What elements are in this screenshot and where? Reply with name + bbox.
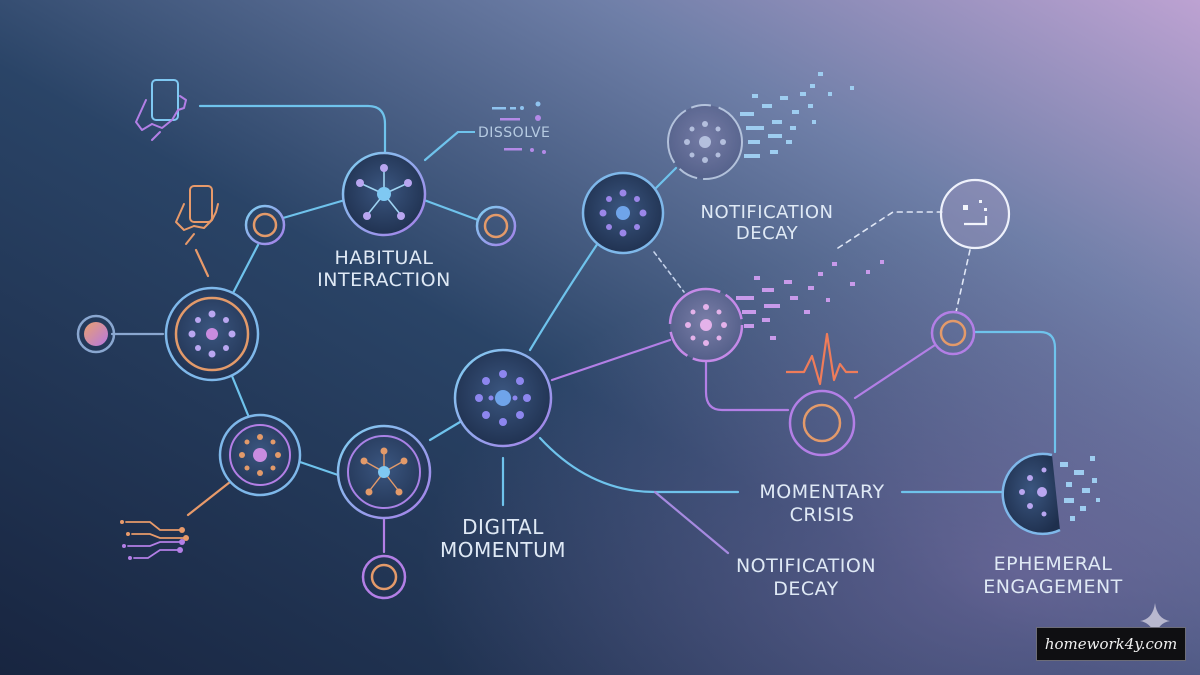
connector-decaying-to-crisis <box>704 358 790 412</box>
connector-momentum-to-decaying <box>550 338 672 382</box>
connector-node2-to-circuit <box>186 480 232 517</box>
decay-particles-top <box>740 72 854 158</box>
connector-to-notif-bottom <box>653 490 730 555</box>
label-ephemeral-engagement: EPHEMERAL ENGAGEMENT <box>983 553 1123 598</box>
label-notif-bottom-line2: DECAY <box>773 578 839 600</box>
connector-smallring-to-node1 <box>230 243 260 297</box>
label-ephemeral-line1: EPHEMERAL <box>994 553 1113 575</box>
pulse-icon <box>786 332 858 386</box>
connector-crisis-to-ring <box>853 343 937 400</box>
dot-node-far-left <box>76 314 116 354</box>
node-habitual-interaction <box>341 151 427 237</box>
connector-momentum-to-notif-top <box>528 238 602 352</box>
label-habitual-interaction: HABITUAL INTERACTION <box>317 247 451 291</box>
decay-particles-mid <box>736 260 884 340</box>
connector-notif-top-to-decay <box>650 166 678 194</box>
connector-node3-to-momentum <box>428 420 462 442</box>
hand-phone-icon <box>135 79 187 141</box>
connections <box>110 104 1057 555</box>
connector-habitual-dissolve <box>423 130 460 162</box>
label-notification-decay-bottom: NOTIFICATION DECAY <box>736 555 876 600</box>
ring-node-right <box>930 310 976 356</box>
connector-habitual-left <box>281 198 347 220</box>
label-dissolve: DISSOLVE <box>478 125 550 141</box>
node-hub-lower <box>336 424 432 520</box>
label-notif-bottom-line1: NOTIFICATION <box>736 555 876 577</box>
watermark-badge[interactable]: homework4y.com <box>1036 627 1186 661</box>
ring-node-small-left <box>244 204 286 246</box>
label-momentum-line2: MOMENTUM <box>440 538 566 562</box>
connector-momentum-to-crisis-label <box>538 436 740 494</box>
label-crisis-line1: MOMENTARY <box>759 481 884 503</box>
connector-habitual-right <box>422 198 480 222</box>
circuit-icon <box>120 520 189 560</box>
label-digital-momentum: DIGITAL MOMENTUM <box>440 515 566 562</box>
label-habitual-line2: INTERACTION <box>317 269 451 291</box>
label-momentary-crisis: MOMENTARY CRISIS <box>759 481 884 526</box>
label-habitual-line1: HABITUAL <box>334 247 433 269</box>
node-digital-momentum <box>453 348 553 448</box>
node-left-cluster <box>164 286 260 382</box>
connector-face-dashed <box>955 249 971 313</box>
face-icon <box>939 178 1011 250</box>
node-notification-top <box>581 171 665 255</box>
connector-ring-to-ephemeral <box>973 330 1057 454</box>
node-mid-cluster <box>218 413 302 497</box>
label-notif-top-line1: NOTIFICATION <box>700 202 833 223</box>
dissolve-icon <box>458 101 546 154</box>
node-decaying-mid <box>668 287 744 363</box>
node-decaying-top <box>667 104 743 180</box>
label-notification-decay-top: NOTIFICATION DECAY <box>700 202 833 244</box>
connector-phone2-to-node1 <box>194 248 210 278</box>
sparkle-icon <box>1140 603 1170 639</box>
hand-phone-small-icon <box>175 185 219 245</box>
ring-node-small-right <box>475 205 517 247</box>
watermark-text: homework4y.com <box>1044 635 1178 653</box>
connector-notif-to-decaying-dashed <box>653 251 685 293</box>
label-momentum-line1: DIGITAL <box>462 515 544 539</box>
connector-node2-to-node3 <box>298 460 340 477</box>
node-momentary-crisis <box>788 389 856 457</box>
connector-node1-to-node2 <box>230 374 250 417</box>
connector-notif-dashed <box>837 211 943 249</box>
connector-phone-to-habitual <box>198 104 387 154</box>
label-crisis-line2: CRISIS <box>790 504 855 526</box>
node-ephemeral-engagement <box>1001 452 1100 536</box>
ring-node-bottom <box>361 554 407 600</box>
label-notif-top-line2: DECAY <box>736 223 799 244</box>
label-ephemeral-line2: ENGAGEMENT <box>983 576 1123 598</box>
